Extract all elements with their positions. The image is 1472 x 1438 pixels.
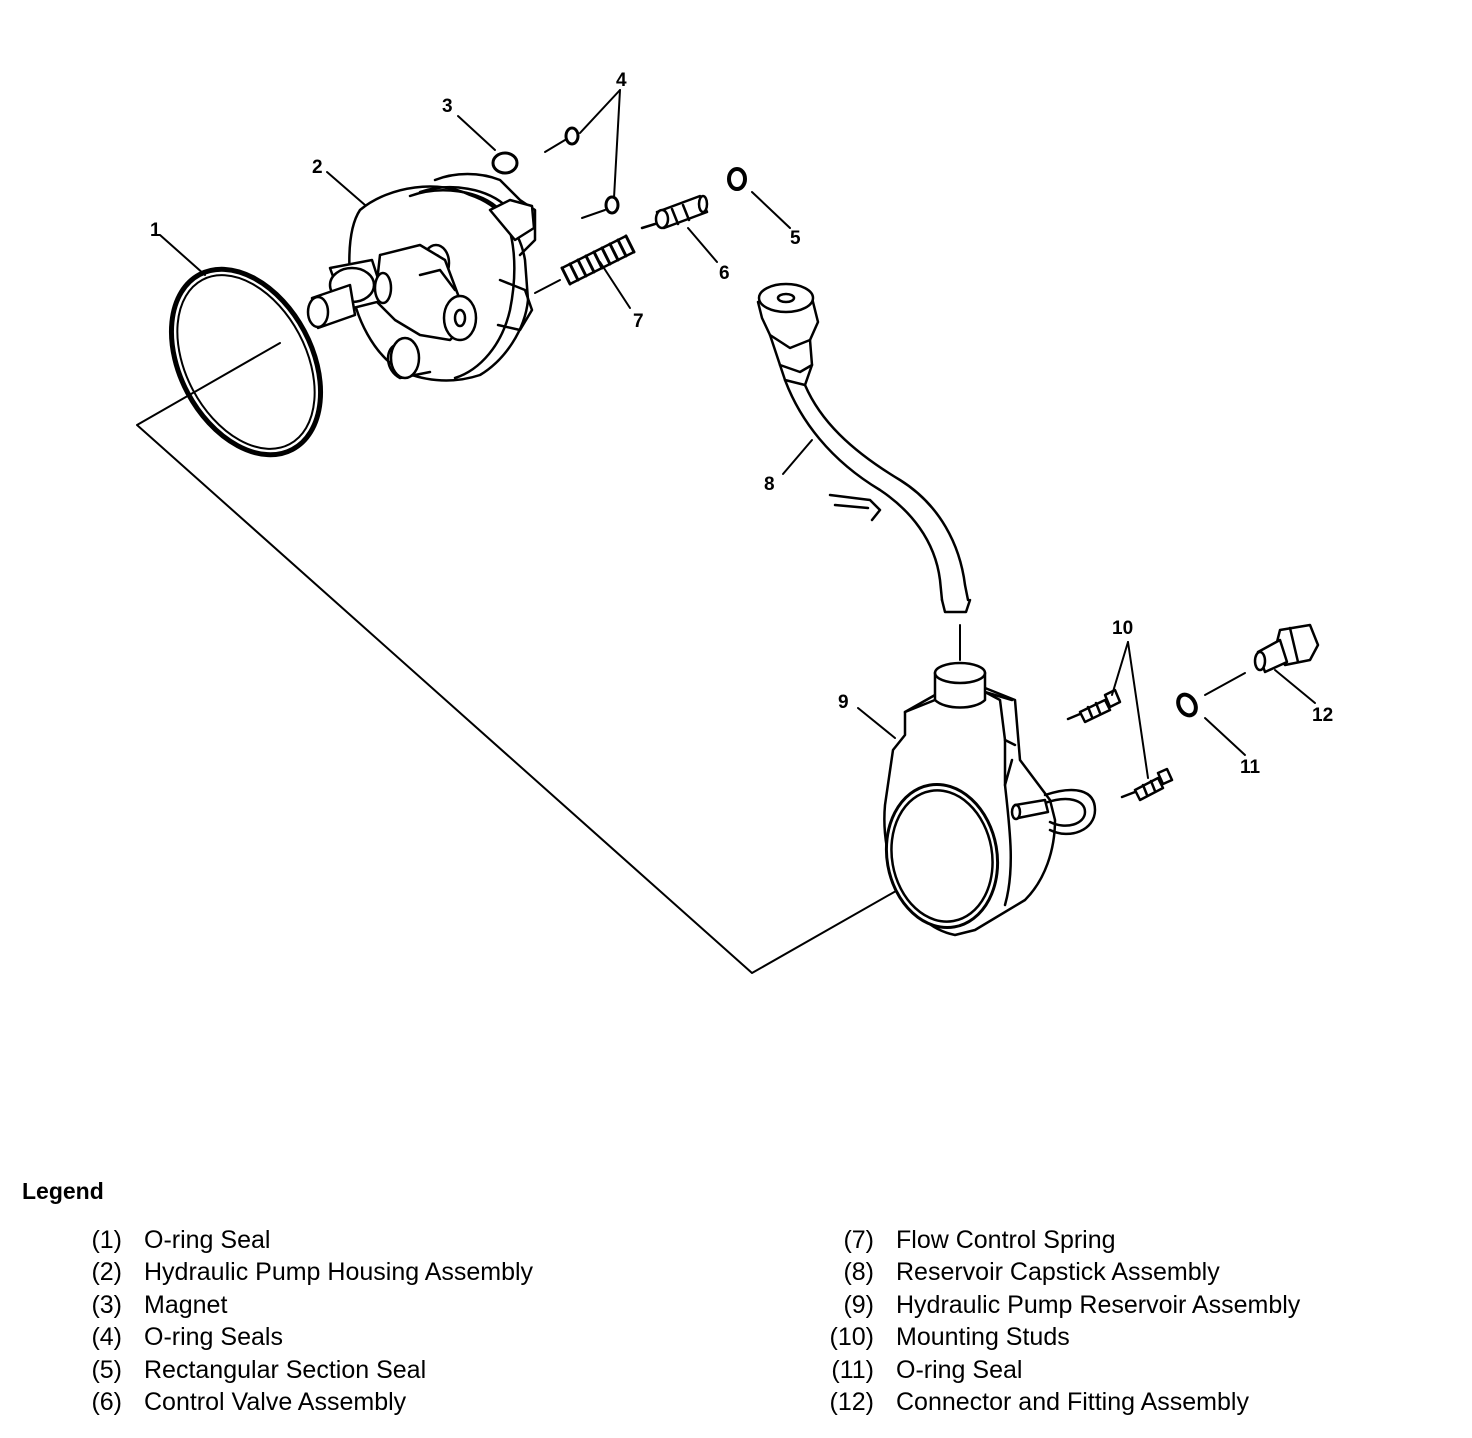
part-10-mounting-studs xyxy=(1066,688,1174,802)
legend-item: (10) Mounting Studs xyxy=(808,1322,1300,1355)
legend-item: (2) Hydraulic Pump Housing Assembly xyxy=(78,1257,533,1290)
callout-8: 8 xyxy=(764,474,775,495)
part-3-magnet xyxy=(491,151,519,175)
part-6-control-valve xyxy=(640,194,709,230)
legend-item: (9) Hydraulic Pump Reservoir Assembly xyxy=(808,1289,1300,1322)
legend-left-column: (1) O-ring Seal (2) Hydraulic Pump Housing… xyxy=(78,1224,533,1419)
legend-item-label: Control Valve Assembly xyxy=(144,1388,407,1417)
legend-item-number: (4) xyxy=(91,1323,122,1352)
legend-item: (12) Connector and Fitting Assembly xyxy=(808,1387,1300,1420)
legend-item: (6) Control Valve Assembly xyxy=(78,1387,533,1420)
callout-6: 6 xyxy=(719,263,730,284)
exploded-parts-diagram: 1 2 3 4 5 6 7 8 9 10 11 12 xyxy=(136,70,1333,974)
legend-item: (3) Magnet xyxy=(78,1289,533,1322)
part-7-flow-control-spring xyxy=(560,234,636,286)
callout-10: 10 xyxy=(1112,618,1133,639)
part-9-pump-reservoir xyxy=(883,624,1097,937)
part-2-pump-housing xyxy=(306,172,537,382)
legend-item-label: Flow Control Spring xyxy=(896,1225,1116,1254)
part-11-oring-seal xyxy=(1176,672,1246,718)
legend-item-number: (6) xyxy=(91,1388,122,1417)
legend-item-label: O-ring Seals xyxy=(144,1323,283,1352)
part-1-oring-seal xyxy=(168,266,324,458)
legend-item-label: Connector and Fitting Assembly xyxy=(896,1388,1249,1417)
legend-item-label: Hydraulic Pump Reservoir Assembly xyxy=(896,1290,1301,1319)
callout-2: 2 xyxy=(312,157,323,178)
legend-item-label: Mounting Studs xyxy=(896,1323,1070,1352)
legend-item-label: Reservoir Capstick Assembly xyxy=(896,1258,1220,1287)
legend-item-number: (7) xyxy=(843,1225,874,1254)
legend-title: Legend xyxy=(22,1178,104,1204)
legend-item-number: (11) xyxy=(831,1355,874,1384)
legend-item-number: (5) xyxy=(91,1355,122,1384)
legend-item-number: (12) xyxy=(829,1388,874,1417)
legend-item-number: (3) xyxy=(91,1290,122,1319)
legend-item-number: (8) xyxy=(843,1258,874,1287)
leader-lines xyxy=(159,89,1316,779)
legend-item-label: Rectangular Section Seal xyxy=(144,1355,427,1384)
legend-item: (7) Flow Control Spring xyxy=(808,1224,1300,1257)
legend-item-label: O-ring Seal xyxy=(144,1225,271,1254)
legend-item: (11) O-ring Seal xyxy=(808,1354,1300,1387)
assembly-guide-line xyxy=(136,342,976,974)
legend-right-column: (7) Flow Control Spring (8) Reservoir Caps… xyxy=(808,1224,1301,1420)
callout-11: 11 xyxy=(1240,757,1261,778)
callout-labels: 1 2 3 4 5 6 7 8 9 10 11 12 xyxy=(150,70,1333,778)
callout-1: 1 xyxy=(150,220,161,241)
callout-9: 9 xyxy=(838,692,849,713)
legend-item-label: Hydraulic Pump Housing Assembly xyxy=(144,1258,534,1287)
part-12-connector-fitting xyxy=(1253,623,1320,674)
callout-12: 12 xyxy=(1312,705,1333,726)
callout-7: 7 xyxy=(633,311,644,332)
legend-item-number: (10) xyxy=(829,1323,874,1352)
callout-3: 3 xyxy=(442,96,453,117)
part-4-oring-seals xyxy=(564,126,620,215)
callout-5: 5 xyxy=(790,228,801,249)
callout-4: 4 xyxy=(616,70,627,91)
legend-item: (5) Rectangular Section Seal xyxy=(78,1354,533,1387)
legend-item: (8) Reservoir Capstick Assembly xyxy=(808,1257,1300,1290)
legend-item-number: (2) xyxy=(91,1258,122,1287)
legend-item-label: O-ring Seal xyxy=(896,1355,1023,1384)
legend-item-number: (9) xyxy=(843,1290,874,1319)
legend-item: (1) O-ring Seal xyxy=(78,1224,533,1257)
part-8-reservoir-capstick xyxy=(756,282,972,614)
legend-item-number: (1) xyxy=(91,1225,122,1254)
legend-item-label: Magnet xyxy=(144,1290,228,1319)
legend-item: (4) O-ring Seals xyxy=(78,1322,533,1355)
part-5-rectangular-seal xyxy=(727,167,747,191)
